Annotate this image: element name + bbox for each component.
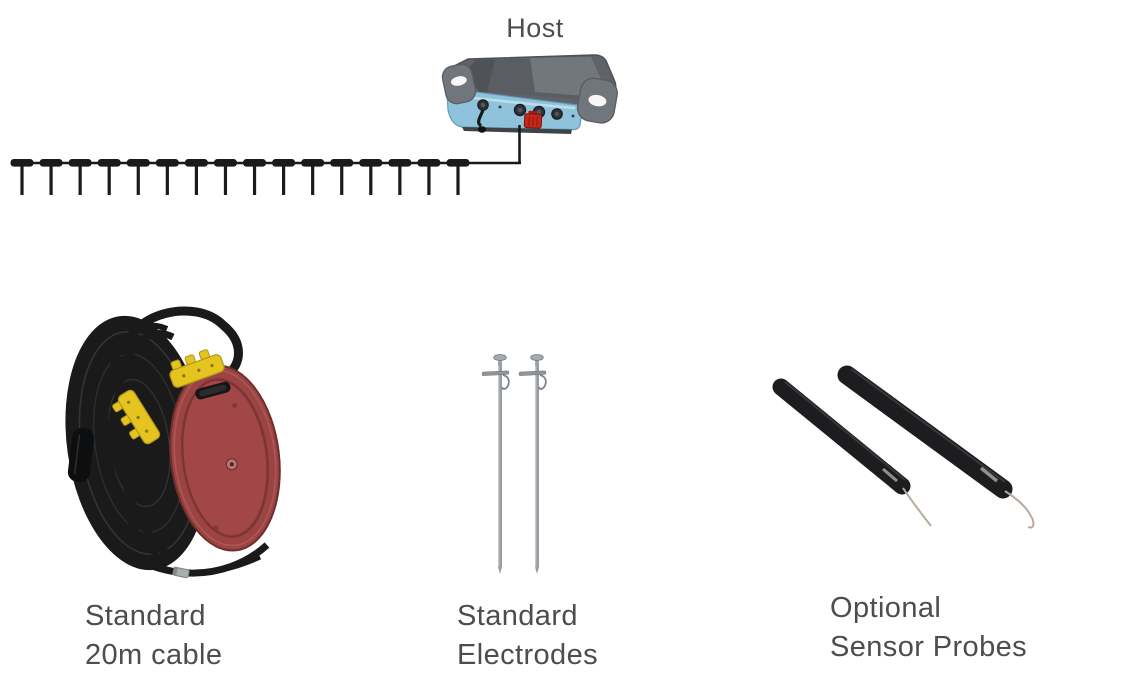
caption-cable-reel: Standard 20m cable <box>85 597 222 675</box>
cable-end-connector <box>90 514 190 579</box>
electrode-stake <box>213 159 237 195</box>
black-cylinder-connector <box>67 427 95 483</box>
electrode-stake <box>272 159 296 195</box>
caption-line: Electrodes <box>457 639 599 671</box>
caption-sensor-probes: Optional Sensor Probes <box>830 589 1027 667</box>
cable-port-icon <box>477 99 489 133</box>
electrode-stake <box>243 159 267 195</box>
screen-shadow <box>466 59 495 92</box>
handle-hole <box>588 94 607 107</box>
host-device-graphic <box>441 54 618 134</box>
survey-line-graphic <box>10 125 521 195</box>
reel-handle <box>195 381 231 400</box>
probe-wire <box>902 487 932 527</box>
electrode-stake <box>388 159 412 195</box>
electrode-stake <box>446 159 470 195</box>
caption-line: Sensor Probes <box>830 631 1028 663</box>
electrode-stake <box>330 159 354 195</box>
electrodes-graphic <box>481 354 547 574</box>
caption-electrodes: Standard Electrodes <box>457 597 598 675</box>
electrode-stake-rod <box>518 354 547 574</box>
probe-wire <box>1004 490 1035 529</box>
electrode-stake <box>301 159 325 195</box>
caption-line: Standard <box>457 600 578 632</box>
right-handle-bumper <box>576 77 618 124</box>
yellow-takeout-connector <box>112 389 161 445</box>
connector-ports-icon <box>498 103 575 120</box>
electrode-stake <box>359 159 383 195</box>
sensor-probe <box>837 365 1035 529</box>
left-handle-bumper <box>441 63 477 105</box>
host-bottom-strip <box>462 127 572 134</box>
caption-line: 20m cable <box>85 639 223 671</box>
electrode-stakes <box>10 159 470 195</box>
electrode-stake <box>155 159 179 195</box>
electrode-stake <box>126 159 150 195</box>
electrode-stake <box>10 159 34 195</box>
red-connector-icon <box>523 110 543 129</box>
electrode-stake <box>68 159 92 195</box>
electrode-stake <box>184 159 208 195</box>
reel-disc <box>169 364 281 552</box>
probe-slot <box>882 467 898 483</box>
yellow-takeout-connector <box>169 349 225 388</box>
probe-slot <box>979 466 999 483</box>
electrode-stake <box>417 159 441 195</box>
electrode-stake-rod <box>481 354 510 574</box>
sensor-probe <box>772 378 932 527</box>
electrode-stake <box>97 159 121 195</box>
handle-hole <box>450 76 467 86</box>
sensor-probes-graphic <box>772 365 1035 529</box>
electrode-stake <box>39 159 63 195</box>
host-label: Host <box>506 13 564 43</box>
cable-reel-graphic <box>65 306 281 579</box>
caption-line: Optional <box>830 592 942 624</box>
caption-line: Standard <box>85 600 206 632</box>
